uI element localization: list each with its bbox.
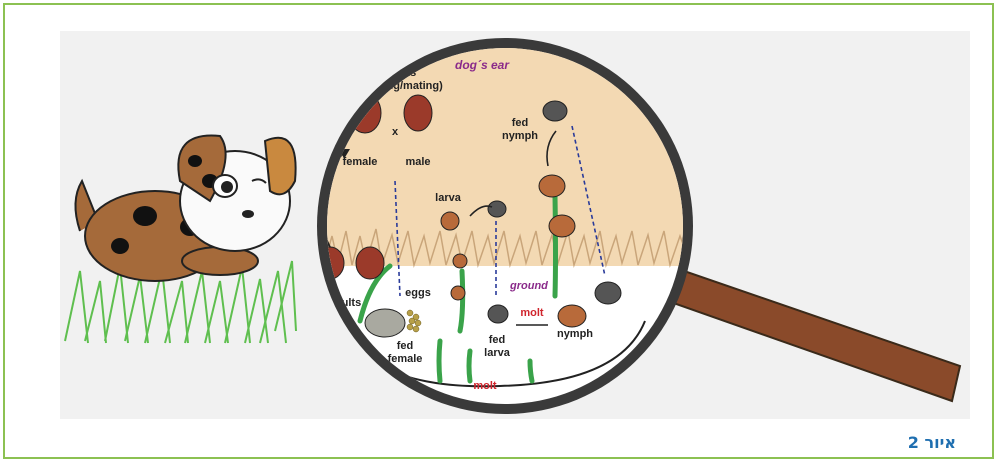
tick-adult bbox=[356, 247, 384, 279]
tick-fed-nymph bbox=[543, 101, 567, 121]
tick-larva bbox=[451, 286, 465, 300]
tick-larva bbox=[441, 212, 459, 230]
tick-nymph bbox=[549, 215, 575, 237]
tick-fed-nymph bbox=[595, 282, 621, 304]
label-fed-nymph-fed: fed bbox=[512, 117, 529, 129]
tick-larva bbox=[453, 254, 467, 268]
label-female: female bbox=[343, 156, 378, 168]
puppy-spot bbox=[111, 238, 129, 254]
label-nymph: nymph bbox=[557, 328, 593, 340]
puppy-paw bbox=[182, 247, 258, 275]
label-fed-female-fed: fed bbox=[397, 340, 414, 352]
puppy-ear-right bbox=[265, 138, 296, 195]
puppy-spot bbox=[133, 206, 157, 226]
figure-caption: איור 2 bbox=[908, 433, 956, 452]
label-fed-larva: larva bbox=[484, 347, 511, 359]
label-fed-female: female bbox=[388, 353, 423, 365]
label-molt: molt bbox=[520, 307, 544, 319]
tick-male bbox=[404, 95, 432, 131]
label-ground: ground bbox=[509, 280, 548, 292]
puppy-spot bbox=[188, 155, 202, 167]
tick-nymph bbox=[558, 305, 586, 327]
puppy-nose bbox=[242, 210, 254, 218]
tick-lifecycle-illustration: dog´s ear adults (feeding/mating) x fema… bbox=[60, 31, 970, 419]
figure-frame: dog´s ear adults (feeding/mating) x fema… bbox=[3, 3, 994, 459]
tick-fed-larva bbox=[488, 305, 508, 323]
label-eggs: eggs bbox=[405, 287, 431, 299]
tick-fed-female bbox=[365, 309, 405, 337]
label-fed-larva-fed: fed bbox=[489, 334, 506, 346]
tick-fed-larva bbox=[488, 201, 506, 217]
tick-nymph bbox=[539, 175, 565, 197]
label-fed-nymph: nymph bbox=[502, 130, 538, 142]
label-cross: x bbox=[392, 126, 399, 138]
label-dogs-ear: dog´s ear bbox=[455, 58, 510, 72]
label-larva: larva bbox=[435, 192, 462, 204]
label-molt-bottom: molt bbox=[473, 380, 497, 392]
puppy-pupil bbox=[221, 181, 233, 193]
label-male: male bbox=[405, 156, 430, 168]
